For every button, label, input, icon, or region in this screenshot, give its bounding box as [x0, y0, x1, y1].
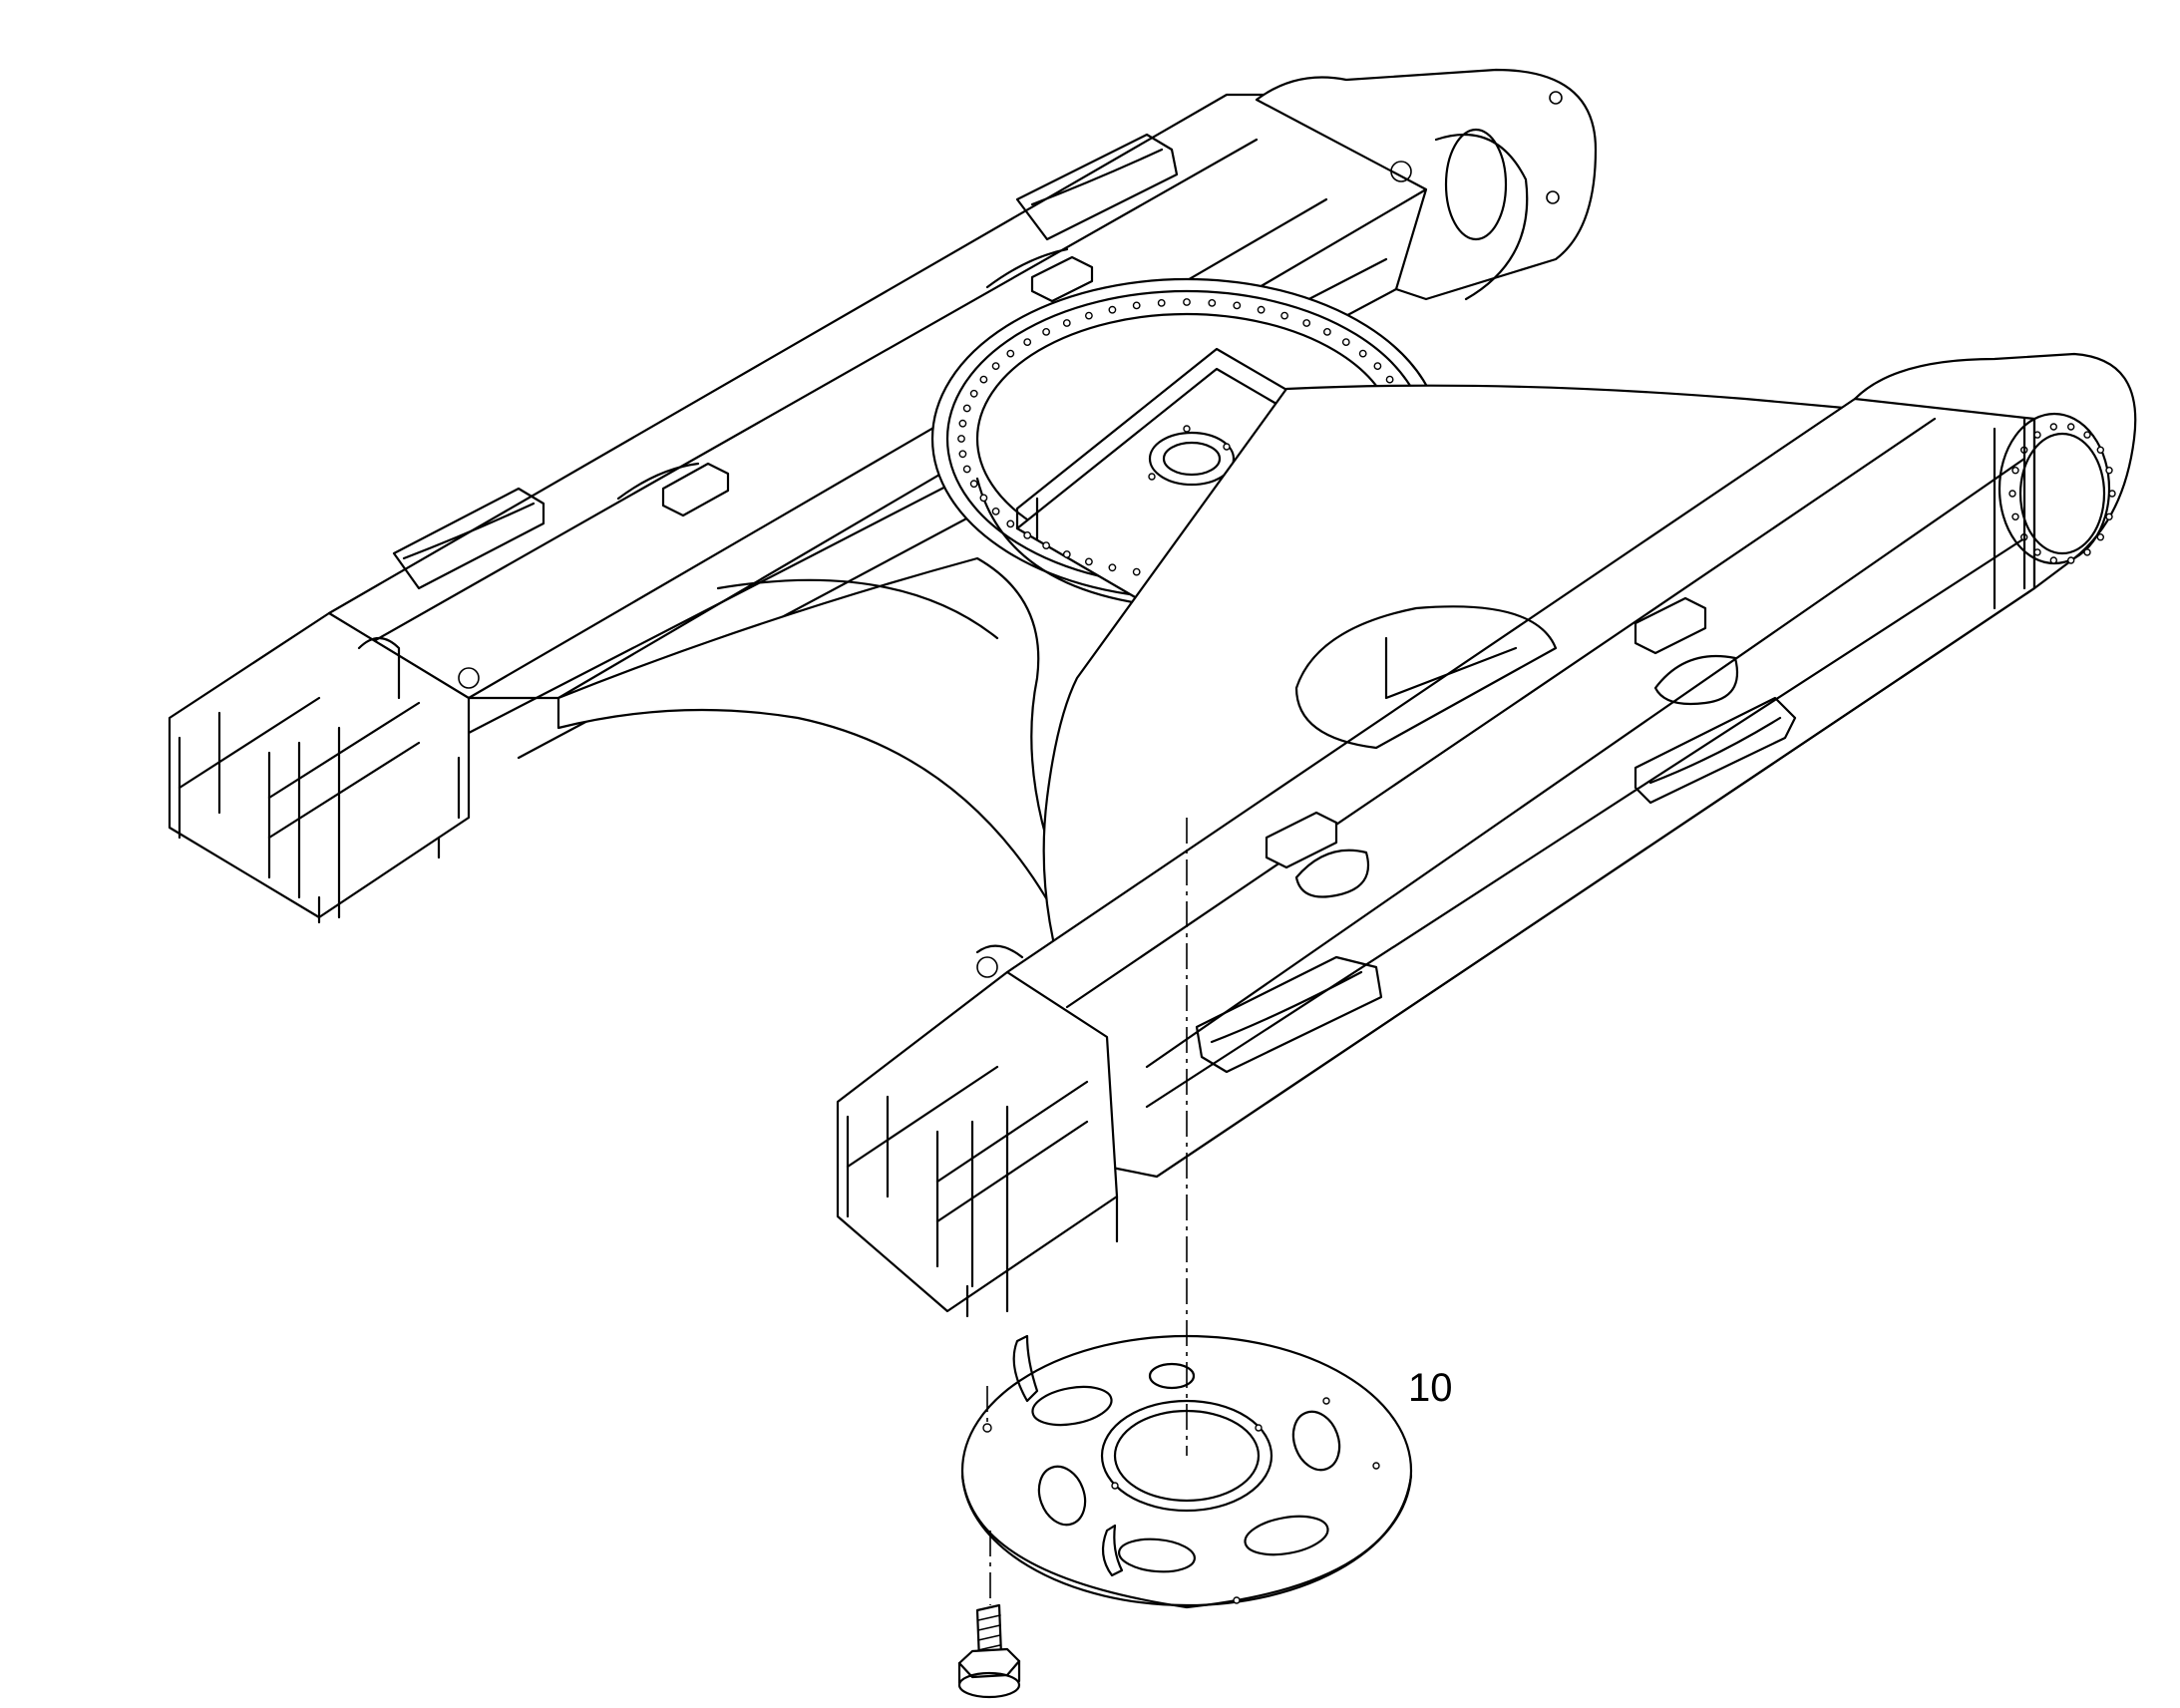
assembly-centerlines [986, 818, 1188, 1605]
bolt-hole [1023, 338, 1032, 346]
bolt-hole [1323, 327, 1331, 336]
bolt-hole [1373, 362, 1382, 370]
bolt-hole [1006, 519, 1015, 528]
bolt-hole [2049, 423, 2058, 431]
bolt-hole [1006, 349, 1015, 358]
bolt-hole [1183, 298, 1191, 306]
bolt-hole [2049, 556, 2058, 564]
bolt-hole [958, 450, 967, 459]
bolt-hole [1132, 567, 1141, 576]
cover-plate [960, 1334, 1413, 1609]
bolt-hole [2011, 467, 2019, 475]
bolt-hole [2066, 556, 2075, 564]
bolt-hole [1085, 311, 1093, 320]
bolt-hole [2083, 548, 2091, 556]
bolt-hole [1233, 301, 1242, 310]
bolt-hole [2083, 431, 2091, 439]
bolt-hole [1280, 311, 1289, 320]
bolt-hole [957, 435, 965, 443]
bolt-hole [1108, 305, 1117, 314]
bolt-hole [1108, 563, 1117, 572]
bolt-hole [1062, 319, 1071, 327]
bolt-hole [1062, 550, 1071, 558]
bolt-hole [958, 419, 967, 428]
bolt-hole [1257, 305, 1266, 314]
bolt-hole [2033, 548, 2041, 556]
mounting-bolt [957, 1603, 1021, 1699]
bolt-hole [1385, 375, 1394, 384]
bolt-hole [991, 362, 1000, 370]
bolt-hole [1023, 531, 1032, 539]
bolt-hole [979, 494, 988, 503]
bolt-hole [2066, 423, 2075, 431]
bolt-hole [962, 404, 971, 413]
bolt-hole [969, 480, 978, 489]
bolt-hole [2096, 533, 2105, 541]
bolt-hole [2033, 431, 2041, 439]
bolt-hole [1302, 319, 1311, 327]
bolt-hole [2105, 467, 2113, 475]
bolt-hole [2096, 446, 2105, 454]
bolt-hole [2108, 490, 2116, 498]
bolt-hole [969, 389, 978, 398]
part-callout-10: 10 [1408, 1366, 1453, 1410]
bolt-hole [1085, 557, 1093, 566]
bolt-hole [1132, 301, 1141, 310]
bolt-hole [991, 508, 1000, 515]
bolt-hole [1042, 327, 1051, 336]
right-track-frame [836, 352, 2137, 1318]
bolt-hole [1042, 541, 1051, 549]
bolt-hole [962, 465, 971, 474]
bolt-hole [979, 375, 988, 384]
bolt-hole [2105, 512, 2113, 520]
bolt-hole [1157, 298, 1166, 307]
bolt-hole [1341, 338, 1350, 346]
bolt-hole [1358, 349, 1367, 358]
bolt-hole [2008, 490, 2016, 498]
bolt-hole [1208, 298, 1217, 307]
bolt-hole [2011, 512, 2019, 520]
